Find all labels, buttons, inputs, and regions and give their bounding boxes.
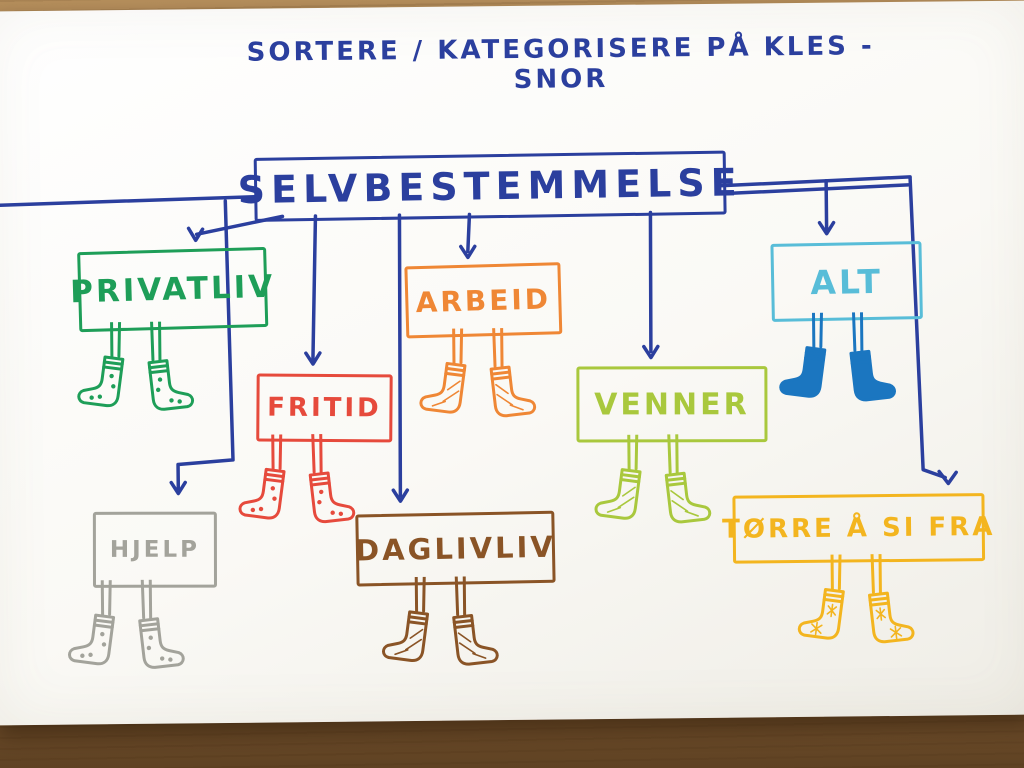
node-torre: TØRRE Å SI FRA xyxy=(722,493,996,564)
paper-sheet: SORTERE / KATEGORISERE PÅ KLES - SNOR xyxy=(0,0,1024,726)
node-label: TØRRE Å SI FRA xyxy=(721,511,996,545)
sock-pair-icon xyxy=(68,579,185,669)
node-label: DAGLIVLIV xyxy=(354,529,557,568)
node-label: PRIVATLIV xyxy=(69,268,276,311)
node-privatliv: PRIVATLIV xyxy=(70,246,276,333)
node-daglivliv: DAGLIVLIV xyxy=(354,510,557,587)
node-selvbestemmelse: SELVBESTEMMELSE xyxy=(237,150,743,222)
node-label: ALT xyxy=(809,261,884,302)
node-fritid: FRITID xyxy=(256,373,393,443)
sock-pair-icon xyxy=(594,433,712,524)
sock-pair-icon xyxy=(419,327,537,418)
node-label: FRITID xyxy=(267,392,382,424)
sock-pair-icon xyxy=(238,433,356,524)
node-label: HJELP xyxy=(109,536,200,563)
sock-pair-icon xyxy=(779,311,896,402)
category-nodes: PRIVATLIV FRITID ARBEID VENNER ALT HJELP DAGLI… xyxy=(0,1,1024,669)
sock-pair-icon xyxy=(797,553,915,644)
connector-lines xyxy=(0,175,958,503)
node-label: VENNER xyxy=(594,386,750,422)
node-label: ARBEID xyxy=(415,281,552,319)
sock-pair-icon xyxy=(381,575,499,666)
sock-pair-icon xyxy=(77,321,195,411)
node-alt: ALT xyxy=(770,241,923,322)
node-venner: VENNER xyxy=(576,366,768,443)
node-label: SELVBESTEMMELSE xyxy=(237,160,743,213)
node-hjelp: HJELP xyxy=(92,511,218,588)
